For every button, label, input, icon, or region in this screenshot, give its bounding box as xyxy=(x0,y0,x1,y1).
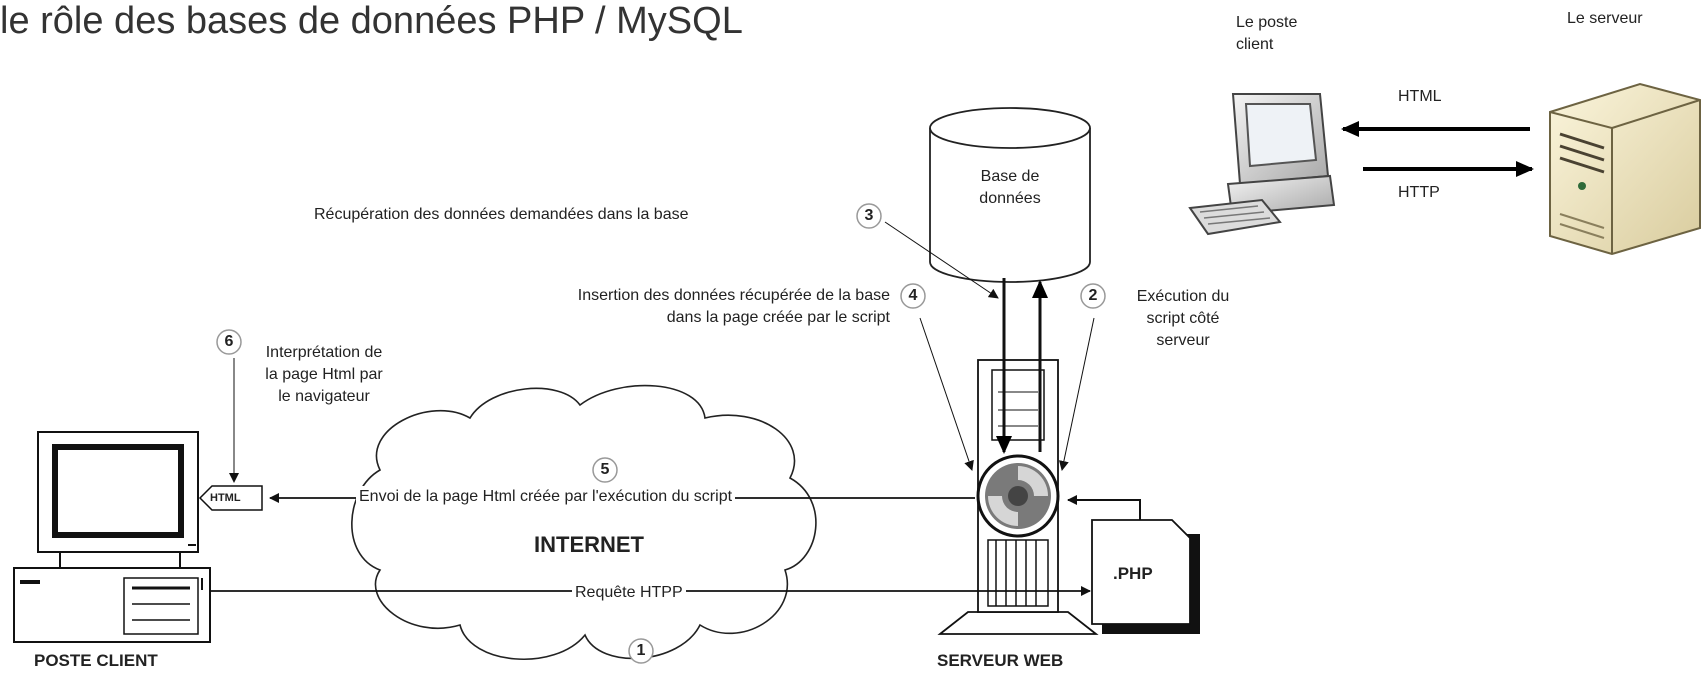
step-4-number: 4 xyxy=(908,287,918,304)
mini-arrow-http-label: HTTP xyxy=(1398,184,1440,201)
step-6-text: Interprétation de la page Html par le na… xyxy=(265,344,383,405)
php-file-icon xyxy=(1091,519,1200,634)
step-1-text: Requête HTPP xyxy=(572,582,686,604)
server-tower-icon xyxy=(937,359,1099,635)
step-5-text: Envoi de la page Html créée par l'exécut… xyxy=(356,486,736,508)
step-1-number: 1 xyxy=(636,642,646,659)
database-cylinder xyxy=(929,107,1091,283)
step-3-number: 3 xyxy=(864,207,874,224)
mini-server-tower-icon xyxy=(1549,82,1701,256)
mini-client-label: Le poste client xyxy=(1236,14,1298,53)
step-3-text: Récupération des données demandées dans … xyxy=(314,206,689,223)
pointer-step-4 xyxy=(919,317,974,471)
client-caption: POSTE CLIENT xyxy=(34,651,158,670)
mini-client-computer-icon xyxy=(1188,93,1336,236)
internet-cloud xyxy=(351,384,817,660)
pointer-step-3 xyxy=(884,221,999,299)
internet-label: INTERNET xyxy=(534,532,644,557)
pointer-step-2 xyxy=(1058,317,1095,471)
mini-server-label: Le serveur xyxy=(1567,10,1643,27)
html-badge xyxy=(198,485,263,511)
step-circles xyxy=(216,203,1106,664)
html-badge-label: HTML xyxy=(210,492,241,504)
server-caption: SERVEUR WEB xyxy=(937,651,1064,670)
arrow-php-to-server xyxy=(1067,495,1141,520)
php-file-label: .PHP xyxy=(1113,564,1153,583)
slide-title: le rôle des bases de données PHP / MySQL xyxy=(0,0,743,42)
step-4-text: Insertion des données récupérée de la ba… xyxy=(577,287,890,326)
step-2-text: Exécution du script côté serveur xyxy=(1136,288,1230,349)
step-6-number: 6 xyxy=(224,333,234,350)
step-5-number: 5 xyxy=(600,461,610,478)
mini-arrow-html-label: HTML xyxy=(1398,88,1442,105)
client-computer-icon xyxy=(13,431,211,643)
database-label: Base de données xyxy=(979,168,1041,207)
step-2-number: 2 xyxy=(1088,287,1098,304)
